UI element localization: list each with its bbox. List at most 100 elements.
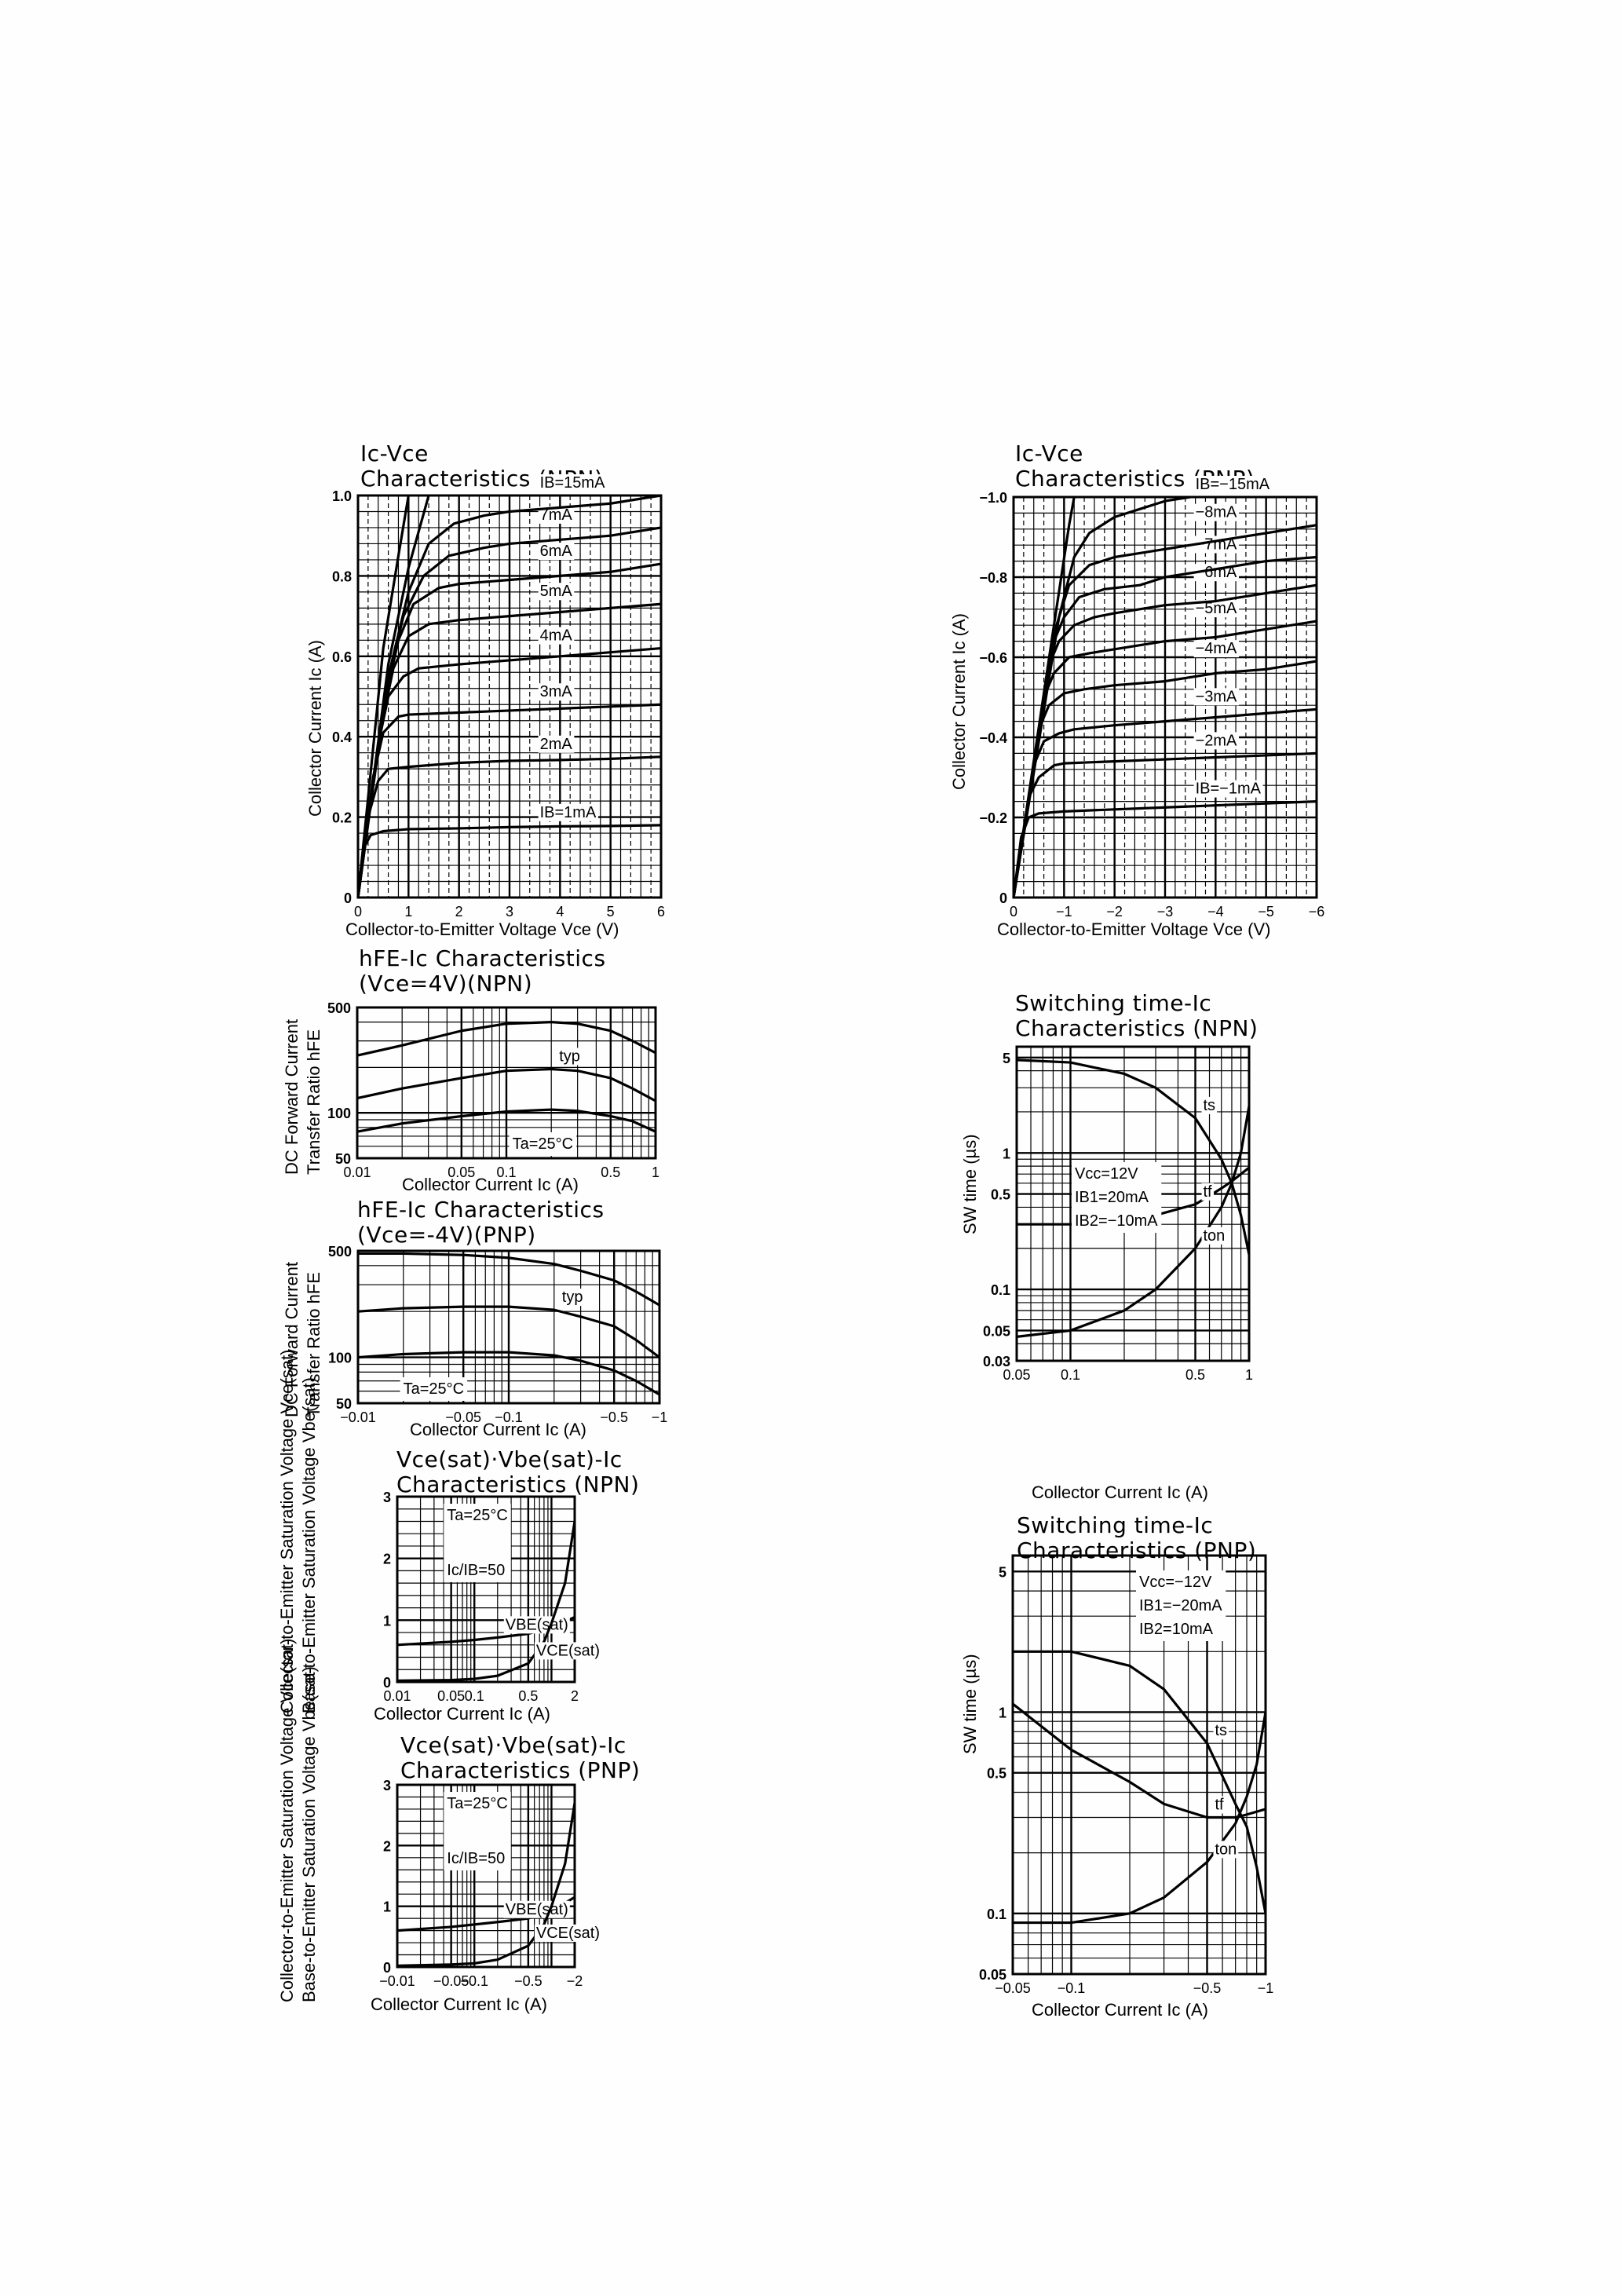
series-line-ts [1013,1650,1267,1914]
y-tick-label: −0.6 [979,650,1007,666]
x-tick-label: 6 [657,904,665,919]
y-tick-label: 100 [328,1351,352,1366]
series-line-typ [357,1305,660,1358]
y-tick-label: 3 [383,1778,391,1793]
y-tick-label: 0.03 [983,1354,1010,1369]
y-tick-label: 0 [344,890,352,906]
series-label: VCE(sat) [536,1642,600,1659]
series-label: −5mA [1196,600,1237,617]
y-tick-label: 0.8 [332,569,352,584]
y-tick-label: 1 [999,1705,1006,1720]
series-line-ib-10ma [1012,495,1191,898]
series-line-max [356,1021,656,1057]
y-axis-label: SW time (µs) [960,1654,980,1754]
series-label: 3mA [540,683,573,700]
x-tick-label: 0.01 [343,1164,371,1180]
x-tick-label: −3 [1157,904,1174,919]
x-tick-label: −0.05 [433,1973,469,1989]
y-tick-label: 50 [335,1151,351,1167]
x-tick-label: 0 [1010,904,1017,919]
x-tick-label: 0.5 [518,1688,538,1704]
x-tick-label: 3 [506,904,513,919]
x-tick-label: −0.5 [514,1973,542,1989]
series-label: VBE(sat) [506,1616,568,1633]
y-tick-label: 2 [383,1552,391,1567]
y-tick-label: 5 [999,1564,1006,1580]
x-axis-label: Collector Current Ic (A) [1032,1483,1208,1502]
x-tick-label: −5 [1258,904,1274,919]
y-tick-label: 100 [327,1106,351,1121]
chart-annotation: Vcc=12V [1075,1165,1138,1183]
chart-annotation: IB2=−10mA [1075,1212,1158,1230]
y-tick-label: 3 [383,1490,391,1505]
series-label: VBE(sat) [506,1901,568,1918]
y-tick-label: 2 [383,1838,391,1854]
x-tick-label: −0.1 [1058,1980,1086,1996]
x-tick-label: 0.5 [601,1164,620,1180]
x-tick-label: 4 [556,904,564,919]
y-tick-label: 0.05 [979,1967,1006,1983]
series-label: IB=15mA [540,474,605,492]
series-line-ton [1013,1712,1267,1925]
x-axis-label: Collector Current Ic (A) [374,1704,550,1724]
x-tick-label: 1 [404,904,412,919]
series-label: tf [1204,1183,1213,1201]
series-label: −8mA [1196,504,1237,521]
chart-title: Switching time-Ic Characteristics (NPN) [1015,990,1259,1041]
series-label: −4mA [1196,640,1237,657]
y-tick-label: 0.05 [983,1323,1010,1339]
series-label: ts [1215,1722,1227,1739]
x-tick-label: −0.1 [495,1409,523,1425]
x-tick-label: −0.5 [600,1409,628,1425]
series-line-tf [1016,1166,1250,1226]
x-axis-label: Collector Current Ic (A) [410,1420,586,1439]
series-line-vce-sat- [396,1521,576,1683]
series-label: 4mA [540,627,573,645]
y-tick-label: 0.2 [332,810,352,826]
y-tick-label: 0 [383,1675,391,1691]
x-tick-label: −0.05 [445,1409,481,1425]
series-line-min [356,1108,656,1133]
series-line-ib-8ma [356,494,662,898]
series-line-typ [356,1067,656,1102]
y-tick-label: 50 [336,1396,352,1412]
series-label: typ [559,1048,580,1066]
x-tick-label: −2 [567,1973,583,1989]
series-line-vce-sat- [396,1802,576,1968]
series-line-tf [1012,1702,1266,1819]
x-tick-label: −4 [1207,904,1224,919]
x-tick-label: −0.1 [460,1973,488,1989]
series-line-ts [1016,1058,1251,1256]
y-tick-label: 0.5 [987,1766,1006,1782]
x-tick-label: 0.01 [383,1688,411,1704]
x-tick-label: 0.1 [496,1164,516,1180]
y-tick-label: 1 [383,1613,391,1629]
x-tick-label: 0.05 [1003,1367,1030,1383]
y-axis-label: Collector Current Ic (A) [305,640,325,817]
x-tick-label: 0.05 [437,1688,465,1704]
chart-annotation: Ta=25°C [404,1380,465,1398]
y-tick-label: −1.0 [979,490,1007,506]
chart-annotation: Ta=25°C [447,1507,508,1524]
series-label: −3mA [1196,688,1237,705]
chart-title: hFE-Ic Characteristics (Vce=4V)(NPN) [359,945,606,996]
series-line-ton [1016,1106,1251,1338]
x-tick-label: −0.05 [995,1980,1031,1996]
chart-title: Vce(sat)·Vbe(sat)-Ic Characteristics (NP… [396,1446,640,1497]
x-tick-label: 5 [607,904,615,919]
y-tick-label: 0 [383,1960,391,1976]
series-label: IB=−15mA [1196,476,1270,493]
chart-annotation: Vcc=−12V [1139,1574,1212,1591]
chart-annotation: IB1=20mA [1075,1189,1149,1206]
x-tick-label: 2 [455,904,463,919]
chart-annotation: IB2=10mA [1139,1621,1214,1638]
y-tick-label: −0.8 [979,570,1007,586]
x-tick-label: −0.01 [340,1409,376,1425]
y-tick-label: 1 [383,1899,391,1915]
chart-annotation: Ic/IB=50 [447,1850,505,1867]
series-line-ib-1ma [356,824,662,898]
chart-annotation: Ta=25°C [513,1135,574,1153]
